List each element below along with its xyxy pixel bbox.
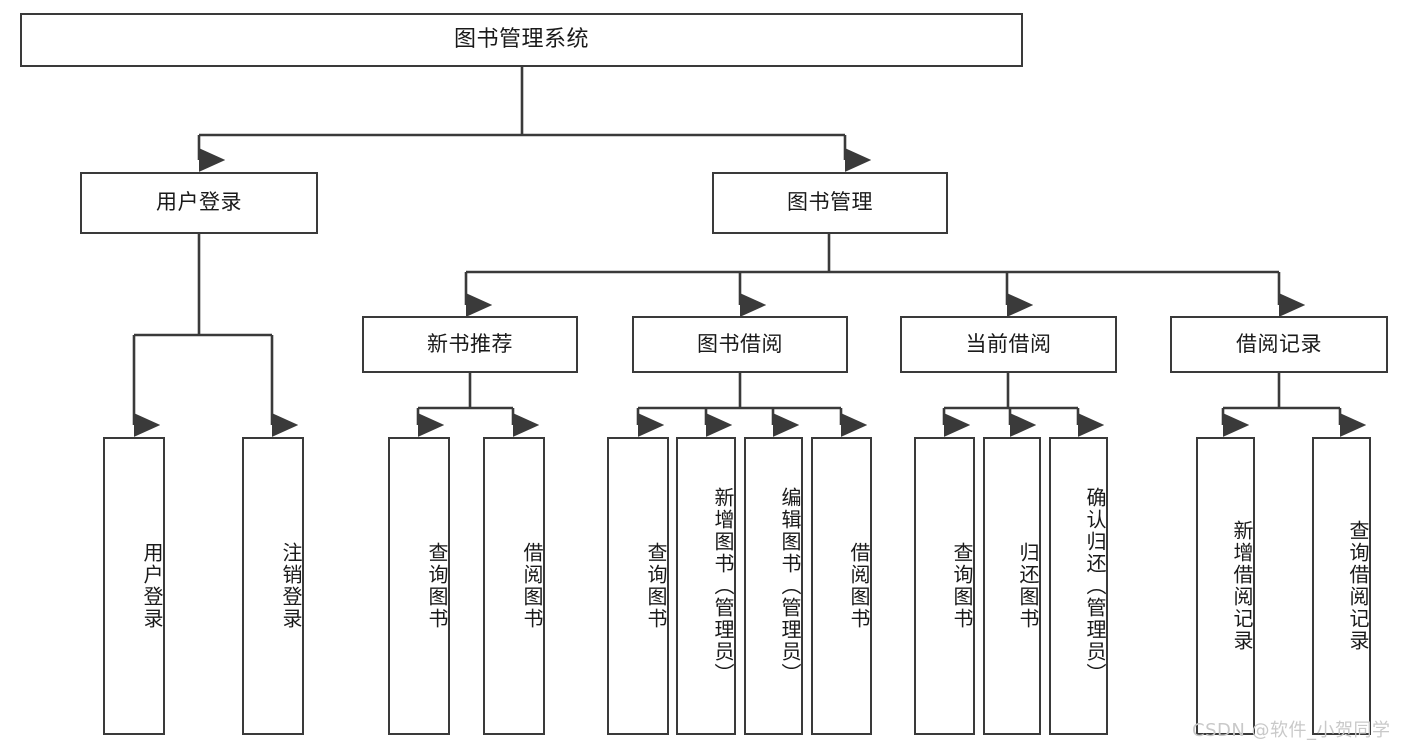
watermark: CSDN @软件_小贺同学: [1192, 720, 1391, 741]
leaf-label: 编辑图书（管理员）: [778, 487, 802, 685]
leaf-borrow-record-add[interactable]: 新增借阅记录: [1196, 437, 1255, 735]
leaf-book-borrow-query[interactable]: 查询图书: [607, 437, 669, 735]
node-user-login[interactable]: 用户登录: [80, 172, 318, 234]
node-borrow-record[interactable]: 借阅记录: [1170, 316, 1388, 373]
leaf-user-login-login[interactable]: 用户登录: [103, 437, 165, 735]
leaf-label: 借阅图书: [847, 542, 871, 630]
node-current-borrow[interactable]: 当前借阅: [900, 316, 1117, 373]
leaf-label: 查询图书: [644, 542, 668, 630]
node-root[interactable]: 图书管理系统: [20, 13, 1023, 67]
leaf-label: 用户登录: [140, 542, 164, 630]
leaf-label: 归还图书: [1016, 542, 1040, 630]
leaf-current-borrow-query[interactable]: 查询图书: [914, 437, 975, 735]
leaf-label: 注销登录: [279, 542, 303, 630]
leaf-book-borrow-lend[interactable]: 借阅图书: [811, 437, 872, 735]
leaf-current-borrow-confirm[interactable]: 确认归还（管理员）: [1049, 437, 1108, 735]
leaf-new-book-borrow[interactable]: 借阅图书: [483, 437, 545, 735]
leaf-book-borrow-add[interactable]: 新增图书（管理员）: [676, 437, 736, 735]
node-book-borrow[interactable]: 图书借阅: [632, 316, 848, 373]
leaf-borrow-record-query[interactable]: 查询借阅记录: [1312, 437, 1371, 735]
leaf-label: 查询图书: [950, 542, 974, 630]
leaf-new-book-query[interactable]: 查询图书: [388, 437, 450, 735]
leaf-label: 新增借阅记录: [1230, 520, 1254, 652]
node-new-book-recommend[interactable]: 新书推荐: [362, 316, 578, 373]
leaf-current-borrow-return[interactable]: 归还图书: [983, 437, 1041, 735]
leaf-label: 查询借阅记录: [1346, 520, 1370, 652]
node-book-manage[interactable]: 图书管理: [712, 172, 948, 234]
leaf-label: 查询图书: [425, 542, 449, 630]
leaf-label: 确认归还（管理员）: [1083, 487, 1107, 685]
leaf-user-login-logout[interactable]: 注销登录: [242, 437, 304, 735]
leaf-label: 新增图书（管理员）: [711, 487, 735, 685]
leaf-book-borrow-edit[interactable]: 编辑图书（管理员）: [744, 437, 803, 735]
leaf-label: 借阅图书: [520, 542, 544, 630]
